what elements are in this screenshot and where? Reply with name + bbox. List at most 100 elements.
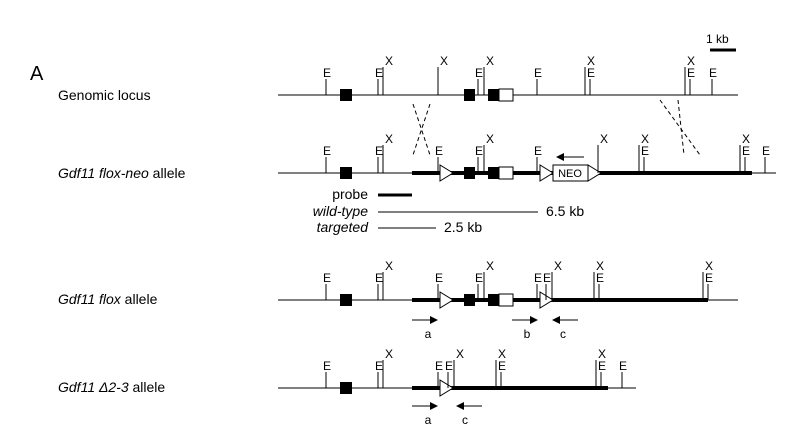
ecori-site-label: E xyxy=(742,144,750,158)
exon-2 xyxy=(464,294,475,306)
xbai-site-label: X xyxy=(440,54,448,68)
ecori-site-label: E xyxy=(596,271,604,285)
crossover-right-a xyxy=(659,99,701,156)
primer-c: c xyxy=(552,316,578,341)
targeted-size: 2.5 kb xyxy=(444,219,482,235)
crossover-left-a xyxy=(412,103,431,156)
xbai-site-label: X xyxy=(554,259,562,273)
ecori-site-label: E xyxy=(534,271,542,285)
xbai-site-label: X xyxy=(687,54,695,68)
ecori-site-label: E xyxy=(445,359,453,373)
exon-3-utr xyxy=(498,88,514,102)
xbai-site-label: X xyxy=(705,259,713,273)
xbai-site-label: X xyxy=(456,347,464,361)
exon-1 xyxy=(340,382,352,394)
ecori-site-label: E xyxy=(709,66,717,80)
primer-a: a xyxy=(412,402,438,427)
ecori-site-label: E xyxy=(323,144,331,158)
ecori-site-label: E xyxy=(762,144,770,158)
ecori-site-label: E xyxy=(475,144,483,158)
flox-label: Gdf11 flox allele xyxy=(58,291,158,307)
loxp-site-2 xyxy=(539,164,554,182)
exon-2 xyxy=(464,167,475,179)
neo-cassette-label: NEO xyxy=(558,168,582,180)
primer-b-arrowhead xyxy=(530,316,538,324)
ecori-site-label: E xyxy=(598,359,606,373)
xbai-site-label: X xyxy=(742,132,750,146)
xbai-site-label: X xyxy=(641,132,649,146)
xbai-site-label: X xyxy=(486,54,494,68)
ecori-site-label: E xyxy=(375,271,383,285)
ecori-site-label: E xyxy=(435,359,443,373)
wild-type-label: wild-type xyxy=(313,203,368,219)
crossover-right-b xyxy=(677,99,685,156)
primer-c-arrowhead xyxy=(456,402,464,410)
ecori-site-label: E xyxy=(534,66,542,80)
exon-1 xyxy=(340,89,352,101)
primer-a-arrowhead xyxy=(430,402,438,410)
primer-b-label: b xyxy=(524,327,531,341)
exon-1 xyxy=(340,167,352,179)
xbai-site-label: X xyxy=(385,132,393,146)
delta-label: Gdf11 Δ2-3 allele xyxy=(58,379,165,395)
panel-label: A xyxy=(30,63,44,85)
ecori-site-label: E xyxy=(323,66,331,80)
xbai-site-label: X xyxy=(498,347,506,361)
xbai-site-label: X xyxy=(486,259,494,273)
exon-3-coding xyxy=(488,294,499,306)
targeted-label: targeted xyxy=(317,219,370,235)
primer-c-arrowhead xyxy=(552,316,560,324)
ecori-site-label: E xyxy=(323,271,331,285)
wild-type-size: 6.5 kb xyxy=(546,203,584,219)
ecori-site-label: E xyxy=(435,144,443,158)
xbai-site-label: X xyxy=(385,54,393,68)
xbai-site-label: X xyxy=(587,54,595,68)
ecori-site-label: E xyxy=(375,66,383,80)
ecori-site-label: E xyxy=(705,271,713,285)
primer-a-label: a xyxy=(425,413,432,427)
exon-3-coding xyxy=(488,167,499,179)
loxp-site-1 xyxy=(439,291,454,309)
crossover-left-b xyxy=(412,103,431,156)
ecori-site-label: E xyxy=(435,271,443,285)
loxp-site xyxy=(439,379,454,397)
xbai-site-label: X xyxy=(385,347,393,361)
genomic-locus-label: Genomic locus xyxy=(58,87,151,103)
ecori-site-label: E xyxy=(475,66,483,80)
ecori-site-label: E xyxy=(534,144,542,158)
neo-orientation-arrowhead xyxy=(556,153,564,161)
xbai-site-label: X xyxy=(486,132,494,146)
loxp-site-1 xyxy=(439,164,454,182)
scale-bar-label: 1 kb xyxy=(706,32,729,46)
ecori-site-label: E xyxy=(641,144,649,158)
exon-1 xyxy=(340,294,352,306)
xbai-site-label: X xyxy=(385,259,393,273)
exon-3-coding xyxy=(488,89,499,101)
ecori-site-label: E xyxy=(475,271,483,285)
ecori-site-label: E xyxy=(375,359,383,373)
xbai-site-label: X xyxy=(596,259,604,273)
flox-neo-label: Gdf11 flox-neo allele xyxy=(58,165,186,181)
xbai-site-label: X xyxy=(600,132,608,146)
probe-panel: probe wild-type 6.5 kb targeted 2.5 kb xyxy=(313,186,585,235)
probe-label: probe xyxy=(332,186,368,202)
loxp-site-3 xyxy=(587,164,602,182)
exon-3-utr xyxy=(498,293,514,307)
ecori-site-label: E xyxy=(619,359,627,373)
ecori-site-label: E xyxy=(375,144,383,158)
ecori-site-label: E xyxy=(687,66,695,80)
ecori-site-label: E xyxy=(587,66,595,80)
primer-a-label: a xyxy=(425,327,432,341)
ecori-site-label: E xyxy=(323,359,331,373)
primer-c: c xyxy=(456,402,482,427)
primer-a: a xyxy=(412,316,438,341)
ecori-site-label: E xyxy=(498,359,506,373)
ecori-site-label: E xyxy=(543,271,551,285)
exon-2 xyxy=(464,89,475,101)
xbai-site-label: X xyxy=(598,347,606,361)
